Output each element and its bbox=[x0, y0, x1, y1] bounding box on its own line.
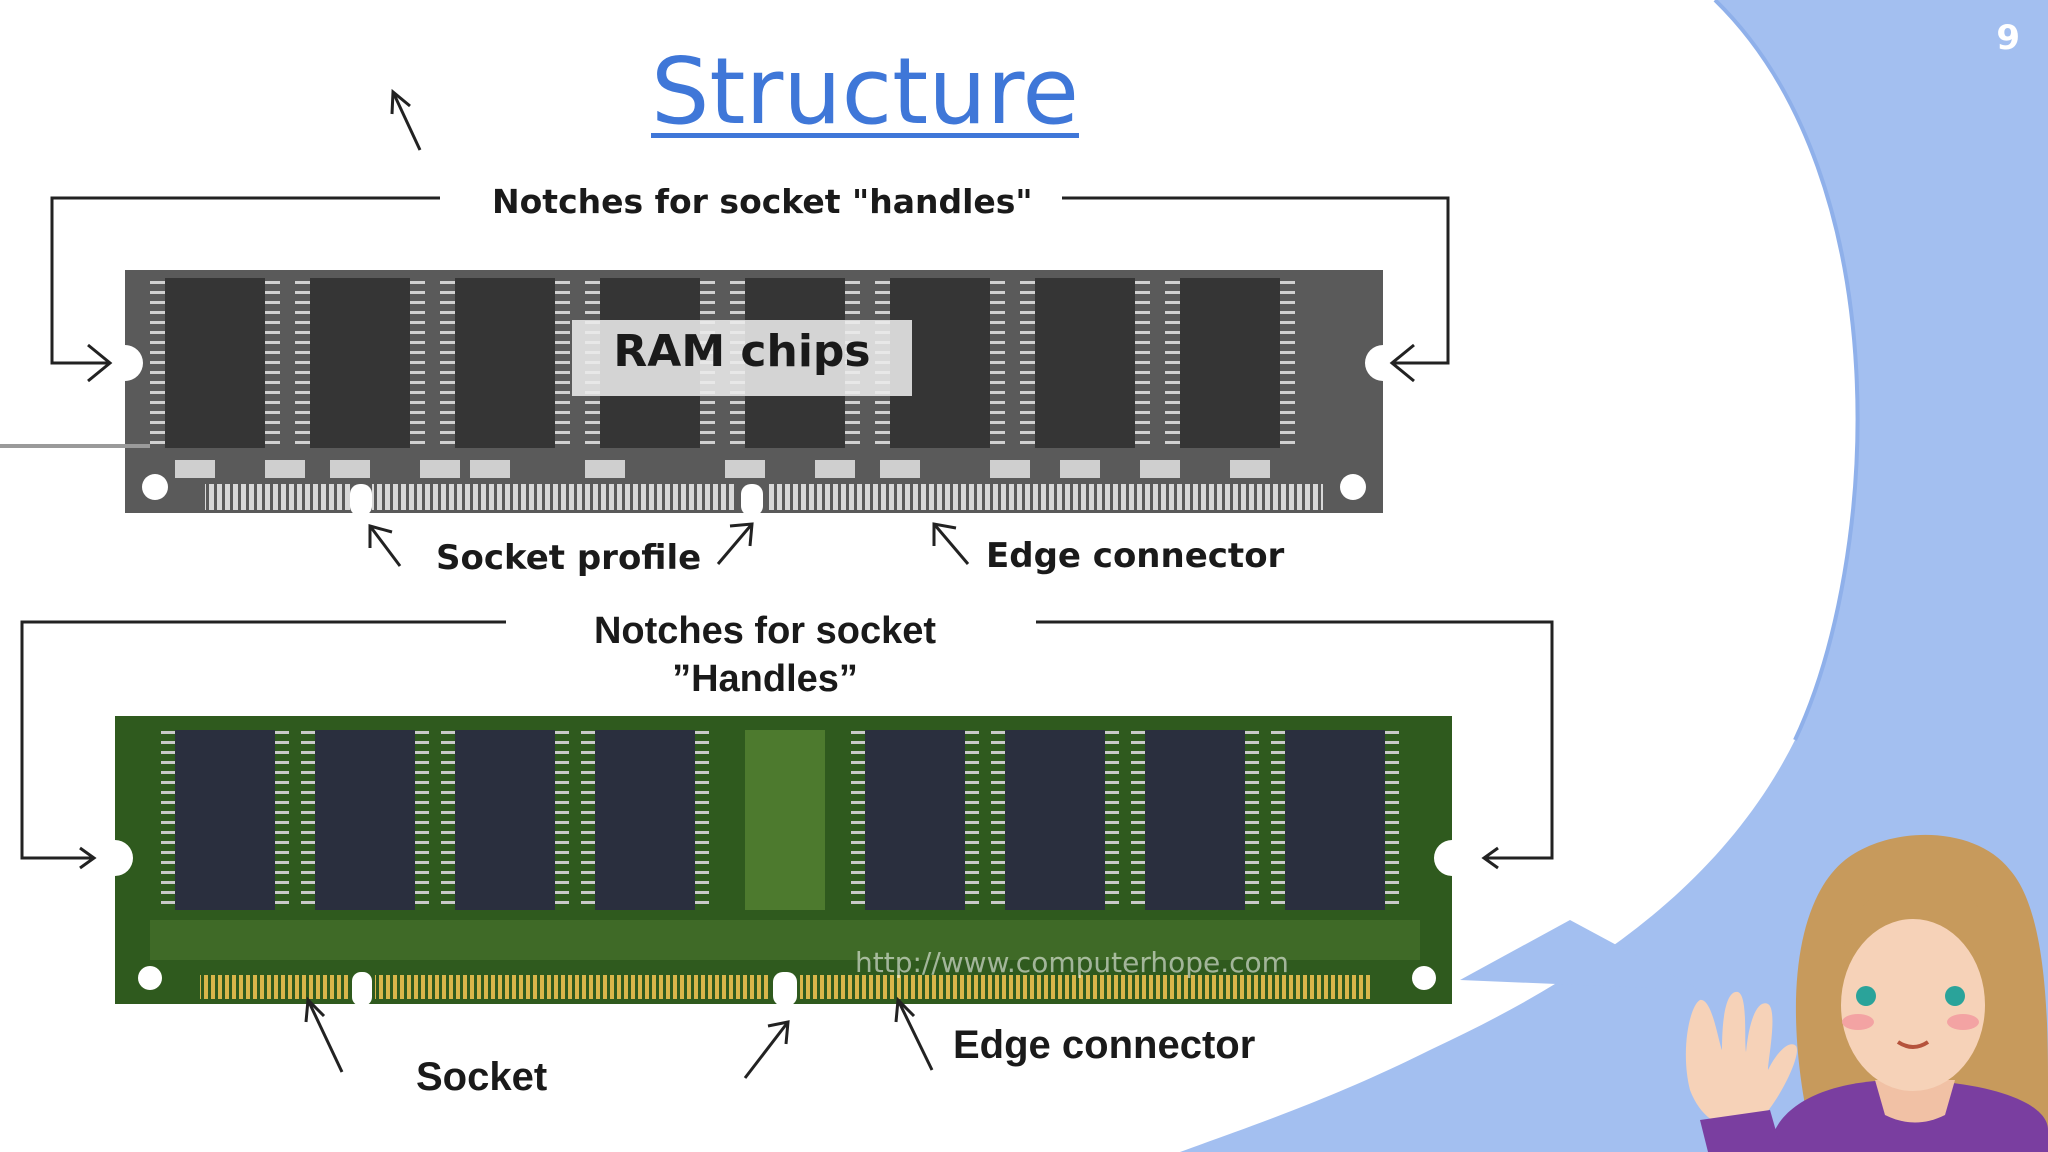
arrow-edge-connector-bottom bbox=[896, 999, 934, 1071]
arrow-socket-profile-right bbox=[716, 523, 754, 565]
slide-title: Structure bbox=[651, 38, 1079, 145]
notch-bracket-top bbox=[50, 196, 1450, 365]
stray-arrow bbox=[391, 91, 422, 151]
ram-module-bottom bbox=[115, 716, 1452, 1006]
edge-connector-label-bottom: Edge connector bbox=[953, 1023, 1256, 1067]
girl-character bbox=[1685, 834, 2048, 1152]
ram-chips-label: RAM chips bbox=[613, 326, 871, 377]
speech-bubble-tail bbox=[1460, 920, 1700, 990]
edge-connector-label-top: Edge connector bbox=[986, 536, 1285, 576]
socket-label: Socket bbox=[416, 1055, 548, 1099]
arrowhead-right-bottom bbox=[1481, 846, 1499, 870]
chips-label-background bbox=[572, 320, 912, 396]
arrow-edge-connector-top bbox=[932, 523, 970, 565]
notches-label-top: Notches for socket "handles" bbox=[492, 182, 1033, 221]
slide-number: 9 bbox=[1996, 18, 2020, 58]
notch-bracket-bottom bbox=[20, 620, 1554, 860]
background-shape bbox=[1180, 0, 2048, 1152]
arrow-socket-left bbox=[306, 999, 344, 1073]
arrowhead-right-top bbox=[1389, 343, 1415, 383]
background-edge-line bbox=[1713, 0, 1860, 741]
socket-profile-label: Socket profile bbox=[436, 538, 702, 578]
notches-label-bottom-line1: Notches for socket bbox=[593, 610, 937, 652]
arrow-socket-profile-left bbox=[368, 525, 402, 567]
notches-label-bottom-line2: ”Handles” bbox=[672, 658, 858, 700]
arrowhead-left-bottom bbox=[79, 846, 97, 870]
notches-label-bottom: Notches for socket ”Handles” bbox=[560, 607, 970, 703]
arrowhead-left-top bbox=[87, 343, 113, 383]
watermark-url: http://www.computerhope.com bbox=[855, 946, 1289, 979]
arrow-socket-right bbox=[743, 1021, 790, 1079]
